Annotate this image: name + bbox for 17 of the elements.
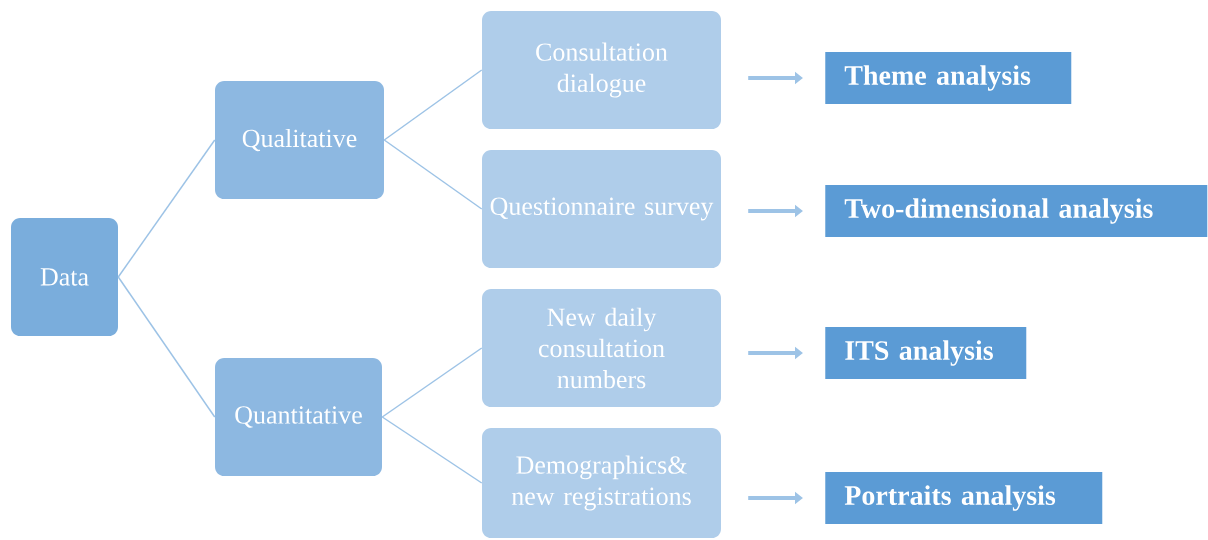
category-box: Data <box>11 218 118 336</box>
connector-line <box>383 69 483 141</box>
category-box: Quantitative <box>215 358 382 476</box>
connector-line <box>383 139 483 210</box>
analysis-box: Two-dimensional analysis <box>825 185 1208 237</box>
data-source-box: New daily consultation numbers <box>482 289 721 407</box>
connector-line <box>117 276 216 418</box>
data-source-box: Consultation dialogue <box>482 11 721 129</box>
analysis-box: Portraits analysis <box>825 472 1103 524</box>
data-source-box: Demographics& new registrations <box>482 428 721 538</box>
analysis-box: ITS analysis <box>825 327 1027 379</box>
connector-line <box>117 139 216 278</box>
connector-line <box>381 347 483 418</box>
category-box: Qualitative <box>215 81 384 199</box>
analysis-box: Theme analysis <box>825 52 1072 104</box>
data-source-box: Questionnaire survey <box>482 150 721 268</box>
connector-line <box>381 416 483 484</box>
